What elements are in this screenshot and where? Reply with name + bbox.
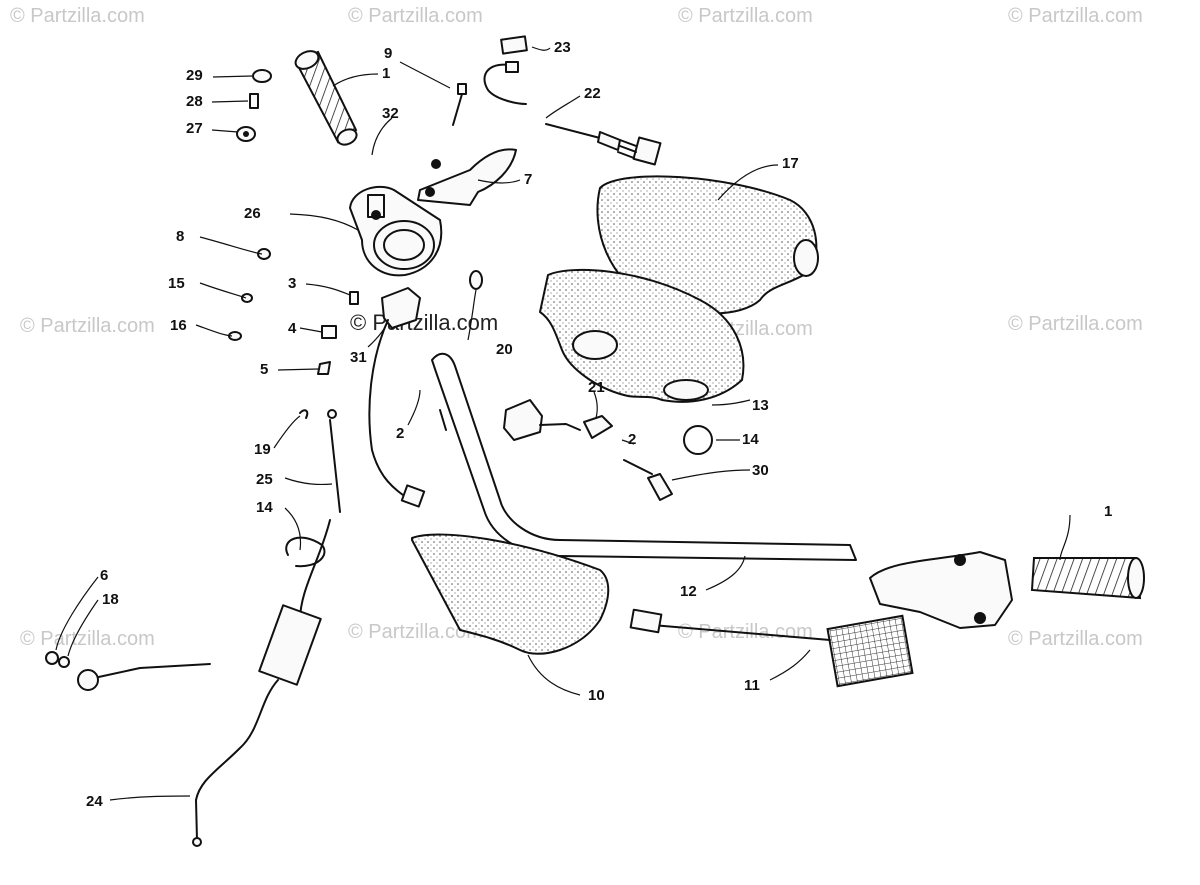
callout-28: 28: [186, 93, 203, 110]
callout-17: 17: [782, 155, 799, 172]
callout-16: 16: [170, 317, 187, 334]
spring: [469, 270, 483, 290]
callout-31: 31: [350, 349, 367, 366]
callout-19: 19: [254, 441, 271, 458]
callout-labels: 29 28 27 1 9 32 23 22 7 17 26 8 15 16 3 …: [86, 39, 1112, 810]
callout-2: 2: [396, 425, 404, 442]
hand-guard: [411, 533, 610, 655]
watermark: © Partzilla.com: [348, 621, 483, 643]
callout-23: 23: [554, 39, 571, 56]
throttle-housing: [349, 185, 443, 277]
callout-7: 7: [524, 171, 532, 188]
switch-wire-connector: [483, 35, 662, 166]
callout-27: 27: [186, 120, 203, 137]
throttle-cable: [45, 409, 341, 847]
callout-13: 13: [752, 397, 769, 414]
callout-12: 12: [680, 583, 697, 600]
callout-8: 8: [176, 228, 184, 245]
watermark: © Partzilla.com: [10, 5, 145, 27]
pad-cover: [539, 268, 745, 403]
callout-11: 11: [744, 677, 760, 694]
watermark: © Partzilla.com: [1008, 5, 1143, 27]
switch-bracket: [381, 287, 421, 329]
callout-2-b: 2: [628, 431, 636, 448]
hand-grip-left: [294, 50, 358, 146]
callout-26: 26: [244, 205, 261, 222]
kill-switch: [503, 399, 673, 501]
callout-5: 5: [260, 361, 268, 378]
callout-4: 4: [288, 320, 297, 337]
callout-32: 32: [382, 105, 399, 122]
callout-10: 10: [588, 687, 605, 704]
throttle-lever: [417, 148, 517, 206]
callout-1-b: 1: [1104, 503, 1112, 520]
cap-screw-washer: [236, 69, 272, 142]
brake-lever-housing: [869, 551, 1013, 629]
bolt: [452, 83, 467, 126]
callout-22: 22: [584, 85, 601, 102]
leader-lines: [55, 46, 1071, 801]
watermark: © Partzilla.com: [20, 315, 155, 337]
cable-clamp: [683, 425, 713, 455]
callout-30: 30: [752, 462, 769, 479]
washer-nut-set: [228, 248, 271, 341]
watermark: © Partzilla.com: [20, 628, 155, 650]
callout-9: 9: [384, 45, 392, 62]
watermark: © Partzilla.com: [348, 5, 483, 27]
callout-1: 1: [382, 65, 390, 82]
hand-grip-right: [1030, 557, 1145, 600]
watermark: © Partzilla.com: [1008, 628, 1143, 650]
watermark-center: © Partzilla.com: [350, 310, 498, 335]
cable: [368, 319, 426, 508]
callout-14: 14: [742, 431, 759, 448]
callout-21: 21: [588, 379, 605, 396]
callout-20: 20: [496, 341, 513, 358]
callout-18: 18: [102, 591, 119, 608]
callout-29: 29: [186, 67, 203, 84]
callout-24: 24: [86, 793, 103, 810]
callout-15: 15: [168, 275, 185, 292]
watermark: © Partzilla.com: [678, 5, 813, 27]
handlebar: [431, 352, 857, 561]
watermark: © Partzilla.com: [1008, 313, 1143, 335]
callout-14-b: 14: [256, 499, 273, 516]
callout-25: 25: [256, 471, 273, 488]
screw-clip-set: [317, 291, 359, 375]
callout-6: 6: [100, 567, 108, 584]
heater-element: [629, 608, 914, 688]
callout-3: 3: [288, 275, 296, 292]
